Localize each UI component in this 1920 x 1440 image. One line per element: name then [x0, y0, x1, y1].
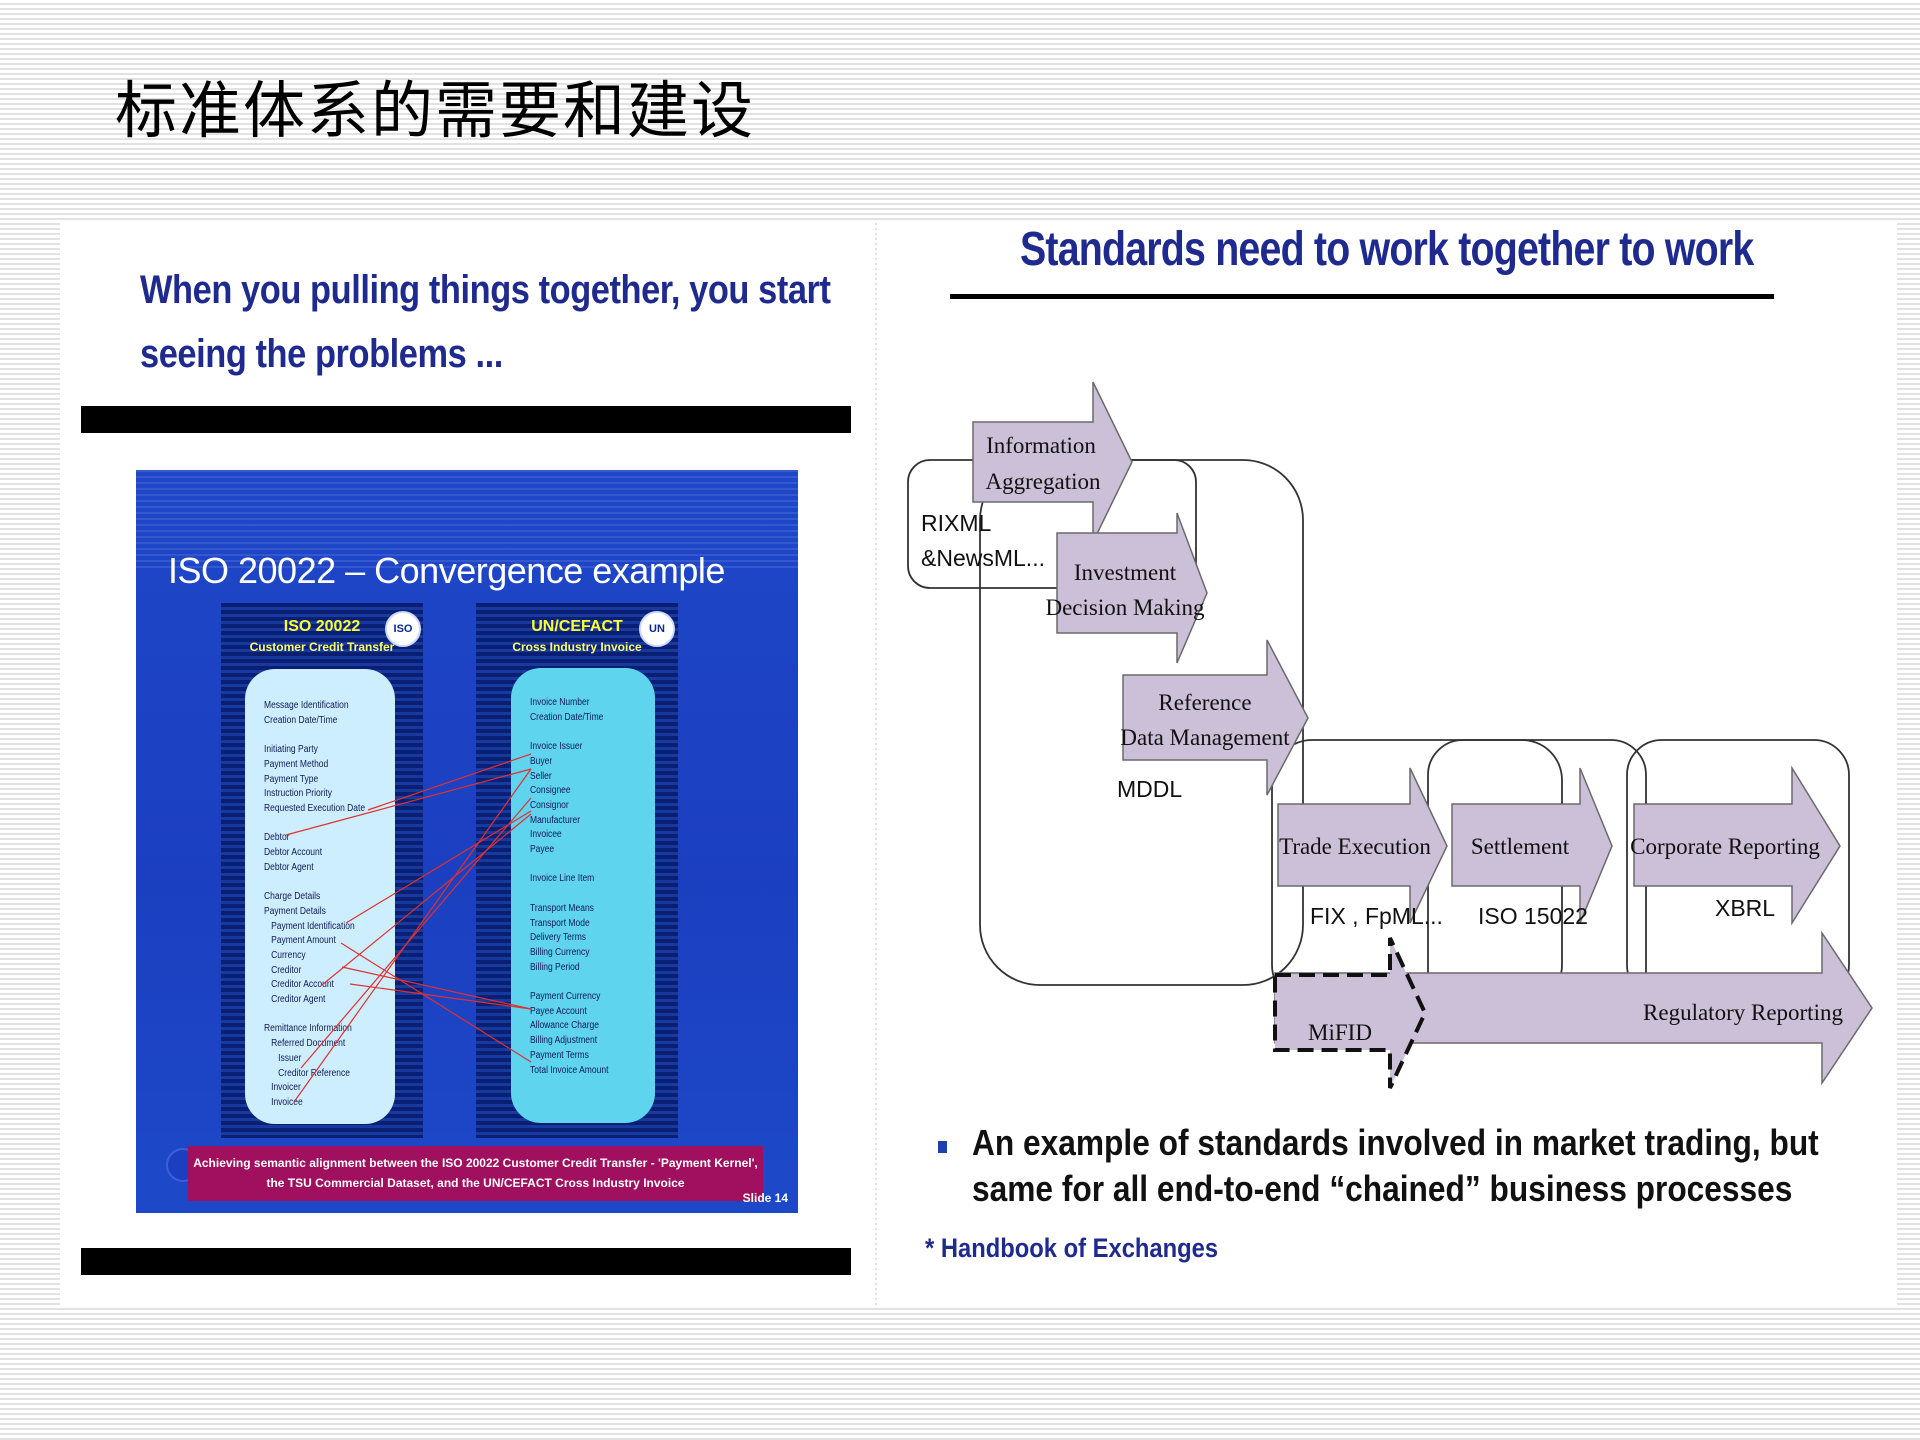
uncefact-heading: UN/CEFACT Cross Industry Invoice	[476, 617, 678, 657]
un-emblem-icon: UN	[639, 611, 675, 647]
iso-logo-icon: ISO	[385, 611, 421, 647]
right-panel	[877, 222, 1897, 1307]
iso15022-label: ISO 15022	[1478, 903, 1588, 929]
left-panel-heading: When you pulling things together, you st…	[140, 258, 831, 386]
bullet-icon	[938, 1141, 947, 1153]
mifid-label: MiFID	[1308, 1020, 1372, 1045]
right-panel-heading: Standards need to work together to work	[1020, 223, 1754, 276]
reference-label-2: Data Management	[1120, 725, 1290, 750]
bullet-line2: same for all end-to-end “chained” busine…	[972, 1168, 1793, 1209]
iso20022-heading: ISO 20022 Customer Credit Transfer	[221, 617, 423, 657]
corporate-reporting-label: Corporate Reporting	[1630, 834, 1820, 859]
fix-label: FIX , FpML...	[1310, 903, 1443, 929]
reference-data-arrow	[1122, 639, 1309, 796]
iso-20022-slide-image: ISO 20022 – Convergence example ISO 2002…	[136, 470, 798, 1213]
iso-slide-number: Slide 14	[742, 1191, 788, 1205]
uncefact-subtitle: Cross Industry Invoice	[512, 640, 642, 654]
trade-execution-arrow	[1277, 767, 1448, 924]
market-trading-process-diagram: Information Aggregation Investment Decis…	[907, 381, 1873, 1089]
footer-line1: Achieving semantic alignment between the…	[193, 1156, 758, 1170]
trade-execution-label: Trade Execution	[1279, 834, 1431, 859]
bottom-black-bar	[81, 1248, 851, 1275]
bullet-line1: An example of standards involved in mark…	[972, 1122, 1819, 1163]
iso20022-field-panel	[245, 669, 395, 1124]
uncefact-field-list: Invoice Number Creation Date/Time Invoic…	[530, 697, 609, 1076]
heading-underline	[950, 294, 1774, 299]
settlement-label: Settlement	[1471, 834, 1570, 859]
investment-label-1: Investment	[1074, 560, 1177, 585]
uncefact-field-panel	[511, 668, 655, 1123]
information-aggregation-arrow	[972, 381, 1133, 543]
iso20022-subtitle: Customer Credit Transfer	[249, 640, 395, 654]
rixml-label-2: &NewsML...	[921, 545, 1045, 571]
reference-label-1: Reference	[1158, 690, 1251, 715]
left-heading-line1: When you pulling things together, you st…	[140, 268, 831, 312]
corporate-reporting-arrow	[1633, 765, 1841, 926]
info-aggregation-label-1: Information	[986, 433, 1096, 458]
iso20022-title: ISO 20022	[283, 618, 361, 635]
top-black-bar	[81, 406, 851, 433]
mddl-label: MDDL	[1117, 776, 1182, 802]
info-aggregation-label-2: Aggregation	[986, 469, 1101, 494]
xbrl-label: XBRL	[1715, 895, 1775, 921]
uncefact-title: UN/CEFACT	[531, 618, 623, 635]
iso20022-column: ISO 20022 Customer Credit Transfer ISO M…	[221, 603, 423, 1138]
investment-decision-arrow	[1056, 512, 1208, 664]
footer-line2: the TSU Commercial Dataset, and the UN/C…	[266, 1176, 685, 1190]
slide-stripes	[136, 470, 798, 570]
investment-label-2: Decision Making	[1045, 595, 1205, 620]
settlement-arrow	[1451, 767, 1613, 924]
footnote: * Handbook of Exchanges	[925, 1233, 1219, 1263]
bullet-text: An example of standards involved in mark…	[972, 1120, 1819, 1212]
rixml-label-1: RIXML	[921, 510, 992, 536]
iso20022-field-list: Message Identification Creation Date/Tim…	[264, 700, 366, 1108]
iso-slide-footer: Achieving semantic alignment between the…	[188, 1146, 763, 1201]
regulatory-reporting-label: Regulatory Reporting	[1643, 1000, 1843, 1025]
slide-title: 标准体系的需要和建设	[115, 74, 756, 147]
mifid-dashed-arrow	[1273, 937, 1428, 1089]
left-heading-line2: seeing the problems ...	[140, 332, 503, 376]
field-mapping-lines	[285, 753, 532, 1103]
iso-slide-title: ISO 20022 – Convergence example	[168, 550, 725, 591]
